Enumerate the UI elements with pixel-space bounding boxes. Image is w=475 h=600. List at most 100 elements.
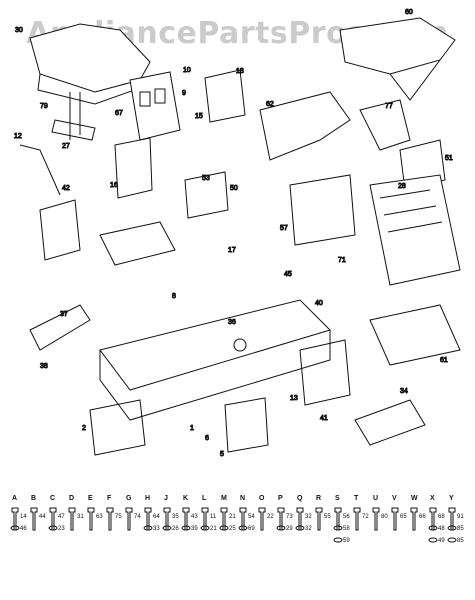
- bolt-icon: [391, 507, 399, 531]
- hardware-letter: T: [354, 495, 359, 502]
- part-axle-brace: [299, 339, 351, 406]
- hardware-part-number: 69: [248, 526, 255, 532]
- hardware-letter: P: [278, 495, 283, 502]
- part-side-rail: [369, 304, 461, 366]
- bolt-icon: [87, 507, 95, 531]
- hardware-part-number: 35: [172, 514, 179, 520]
- callout-34: 34: [400, 388, 408, 395]
- part-console-panel: [129, 71, 181, 141]
- hardware-letter: R: [316, 495, 321, 502]
- hardware-letter: G: [126, 495, 132, 502]
- hardware-part-number: 72: [362, 514, 369, 520]
- hardware-part-number: 91: [457, 514, 464, 520]
- callout-41: 41: [320, 415, 328, 422]
- callout-57: 57: [280, 225, 288, 232]
- hardware-part-number: 73: [286, 514, 293, 520]
- hardware-part-number: 21: [229, 514, 236, 520]
- part-main-frame: [99, 299, 331, 391]
- hardware-part-number: 48: [438, 526, 445, 532]
- hardware-part-number: 55: [324, 514, 331, 520]
- part-mount-plate: [99, 221, 176, 266]
- hardware-part-number: 31: [77, 514, 84, 520]
- washer-icon: [447, 525, 457, 531]
- hardware-part-number: 49: [438, 538, 445, 544]
- hardware-letter: A: [12, 495, 17, 502]
- washer-icon: [333, 537, 343, 543]
- part-support-bracket: [51, 119, 96, 141]
- washer-icon: [200, 525, 210, 531]
- washer-icon: [48, 525, 58, 531]
- part-hood-edge: [389, 59, 441, 101]
- part-bracket-67: [289, 174, 356, 246]
- part-bracket-16: [114, 137, 153, 199]
- washer-icon: [333, 525, 343, 531]
- part-left-plate: [39, 199, 81, 261]
- callout-27: 27: [62, 143, 70, 150]
- hardware-part-number: 44: [39, 514, 46, 520]
- hardware-letter: K: [183, 495, 188, 502]
- hardware-part-number: 14: [20, 514, 27, 520]
- hardware-part-number: 54: [248, 514, 255, 520]
- washer-icon: [428, 525, 438, 531]
- hardware-part-number: 74: [134, 514, 141, 520]
- callout-60: 60: [405, 9, 413, 16]
- callout-45: 45: [284, 271, 292, 278]
- hardware-part-number: 56: [343, 514, 350, 520]
- hardware-part-number: 22: [267, 514, 274, 520]
- bolt-icon: [372, 507, 380, 531]
- callout-8: 8: [172, 293, 176, 300]
- callout-12: 12: [14, 133, 22, 140]
- callout-38: 38: [40, 363, 48, 370]
- callout-28: 28: [398, 183, 406, 190]
- part-brace-5: [224, 397, 269, 453]
- hardware-part-number: 65: [400, 514, 407, 520]
- washer-icon: [219, 525, 229, 531]
- callout-40: 40: [315, 300, 323, 307]
- callout-71: 71: [338, 257, 346, 264]
- hardware-letter: H: [145, 495, 150, 502]
- hardware-letter: V: [392, 495, 397, 502]
- hardware-part-number: 46: [20, 526, 27, 532]
- part-bracket-53: [184, 171, 229, 219]
- hardware-part-number: 59: [343, 538, 350, 544]
- callout-16: 16: [110, 182, 118, 189]
- hardware-letter: B: [31, 495, 36, 502]
- part-main-frame-side: [99, 330, 331, 421]
- part-console-slot-b: [154, 88, 166, 104]
- part-grille-slats: [379, 189, 443, 233]
- hardware-letter: O: [259, 495, 265, 502]
- callout-30: 30: [15, 27, 23, 34]
- washer-icon: [10, 525, 20, 531]
- part-footrest-left: [29, 304, 91, 351]
- callout-61: 61: [440, 357, 448, 364]
- callout-6: 6: [205, 435, 209, 442]
- hardware-part-number: 63: [96, 514, 103, 520]
- hardware-letter: F: [107, 495, 112, 502]
- hardware-part-number: 21: [210, 526, 217, 532]
- part-bracket-51: [399, 139, 446, 191]
- bolt-icon: [125, 507, 133, 531]
- washer-icon: [295, 525, 305, 531]
- hardware-part-number: 68: [438, 514, 445, 520]
- washer-icon: [143, 525, 153, 531]
- callout-50: 50: [230, 185, 238, 192]
- callout-5: 5: [220, 451, 224, 458]
- hardware-part-number: 32: [305, 514, 312, 520]
- hardware-letter: C: [50, 495, 55, 502]
- hardware-letter: M: [221, 495, 227, 502]
- hardware-part-number: 85: [457, 538, 464, 544]
- hardware-letter: D: [69, 495, 74, 502]
- part-side-panel-62: [259, 91, 351, 161]
- bolt-icon: [68, 507, 76, 531]
- hardware-part-number: 66: [419, 514, 426, 520]
- hardware-letter: J: [164, 495, 168, 502]
- washer-icon: [238, 525, 248, 531]
- callout-13: 13: [290, 395, 298, 402]
- hardware-part-number: 64: [153, 514, 160, 520]
- callout-51: 51: [445, 155, 453, 162]
- callout-62: 62: [266, 101, 274, 108]
- callout-37: 37: [60, 311, 68, 318]
- part-bracket-18: [204, 69, 246, 123]
